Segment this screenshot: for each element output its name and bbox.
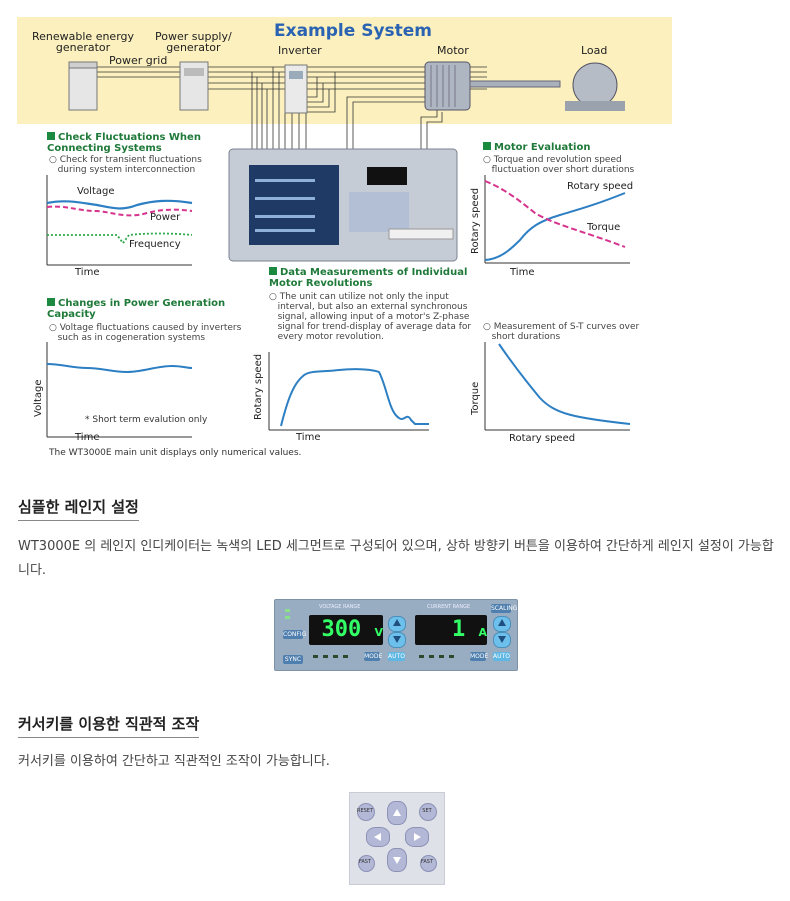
label-torque: Torque [587, 222, 621, 233]
note-short-term: * Short term evalution only [85, 415, 208, 425]
chart-motor-revolutions [268, 352, 429, 431]
fast-right-label: FAST [420, 859, 434, 865]
chart-motor-evaluation [484, 175, 630, 264]
label-time-2: Time [510, 267, 535, 278]
scaling-button[interactable]: SCALING [491, 604, 518, 613]
example-system-diagram: Example System Renewable energy generato… [17, 17, 672, 467]
desc-motor-revolutions: ○ The unit can utilize not only the inpu… [269, 292, 472, 342]
chart-power-generation [46, 342, 193, 438]
arrow-left-icon [374, 833, 381, 841]
label-power: Power [150, 212, 181, 223]
st-curve [498, 343, 631, 425]
reset-button[interactable] [357, 803, 375, 821]
chart-st-curve [484, 342, 631, 431]
footnote: The WT3000E main unit displays only nume… [49, 448, 302, 458]
voltage-range-display: 300 V [309, 615, 383, 645]
revolutions-curve [280, 368, 429, 427]
fast-left-button[interactable] [358, 855, 375, 872]
fast-right-button[interactable] [420, 855, 437, 872]
voltage-generation-curve [46, 363, 193, 374]
label-load: Load [581, 44, 608, 57]
chart-fluctuations [46, 175, 193, 266]
current-up-button[interactable] [493, 616, 511, 632]
diagram-header-band [17, 17, 672, 124]
ylabel-rotary-speed: Rotary speed [470, 187, 481, 254]
cursor-up-button[interactable] [387, 801, 407, 825]
label-frequency: Frequency [129, 239, 181, 250]
current-value: 1 [451, 617, 466, 642]
voltage-curve [46, 199, 193, 210]
voltage-up-button[interactable] [388, 616, 406, 632]
frequency-curve [47, 232, 193, 245]
current-range-display: 1 A [415, 615, 487, 645]
heading-power-generation: Changes in Power Generation Capacity [47, 298, 226, 320]
current-unit: A [478, 626, 487, 639]
current-auto-button[interactable]: AUTO [493, 652, 510, 661]
voltage-auto-button[interactable]: AUTO [388, 652, 405, 661]
desc-motor-evaluation: ○ Torque and revolution speed fluctuatio… [483, 155, 635, 175]
torque-curve [484, 180, 626, 248]
voltage-mode-button[interactable]: MODE [364, 652, 383, 661]
ylabel-voltage: Voltage [33, 379, 44, 417]
ylabel-rotary-speed-2: Rotary speed [253, 353, 264, 420]
label-power-supply: Power supply/ generator [155, 30, 232, 54]
voltage-range-label: VOLTAGE RANGE [319, 604, 361, 610]
section-text-range: WT3000E 의 레인지 인디케이터는 녹색의 LED 세그먼트로 구성되어 … [18, 539, 774, 578]
label-inverter: Inverter [278, 44, 322, 57]
heading-motor-evaluation: Motor Evaluation [483, 142, 590, 153]
ylabel-torque: Torque [470, 381, 481, 415]
section-title-cursor: 커서키를 이용한 직관적 조작 [18, 713, 200, 738]
section-title-range: 심플한 레인지 설정 [18, 496, 139, 521]
label-time-4: Time [296, 432, 321, 443]
desc-power-generation: ○ Voltage fluctuations caused by inverte… [49, 323, 242, 343]
power-curve [46, 205, 193, 217]
arrow-up-icon [393, 809, 401, 816]
cursor-left-button[interactable] [366, 827, 390, 847]
xlabel-rotary-speed: Rotary speed [509, 433, 576, 444]
label-time-3: Time [75, 432, 100, 443]
current-mode-button[interactable]: MODE [470, 652, 489, 661]
set-button[interactable] [419, 803, 437, 821]
config-button[interactable]: CONFIG [283, 630, 307, 639]
diagram-title: Example System [274, 21, 433, 41]
label-rotary-speed: Rotary speed [567, 181, 634, 192]
cursor-right-button[interactable] [405, 827, 429, 847]
cursor-down-button[interactable] [387, 848, 407, 872]
label-motor: Motor [437, 44, 469, 57]
equipment-illustration [68, 61, 625, 262]
voltage-down-button[interactable] [388, 632, 406, 648]
cursor-keypad: RESET SET FAST FAST [349, 792, 445, 885]
rotary-speed-curve [484, 192, 626, 261]
current-down-button[interactable] [493, 632, 511, 648]
heading-motor-revolutions: Data Measurements of Individual Motor Re… [269, 267, 468, 289]
sync-button[interactable]: SYNC [283, 655, 303, 664]
desc-st-curve: ○ Measurement of S-T curves over short d… [483, 322, 640, 342]
heading-check-fluctuations: Check Fluctuations When Connecting Syste… [47, 132, 201, 154]
arrow-down-icon [393, 857, 401, 864]
desc-check-fluctuations: ○ Check for transient fluctuations durin… [49, 155, 202, 175]
range-indicator-panel: VOLTAGE RANGE CURRENT RANGE CONFIG SYNC … [274, 599, 518, 671]
current-range-label: CURRENT RANGE [427, 604, 471, 610]
voltage-unit: V [374, 626, 383, 639]
reset-label: RESET [356, 808, 374, 814]
label-time-1: Time [75, 267, 100, 278]
voltage-value: 300 [321, 617, 362, 642]
fast-left-label: FAST [358, 859, 372, 865]
set-label: SET [422, 808, 432, 814]
label-power-grid: Power grid [109, 54, 168, 67]
arrow-right-icon [414, 833, 421, 841]
section-text-cursor: 커서키를 이용하여 간단하고 직관적인 조작이 가능합니다. [18, 754, 330, 769]
label-renewable: Renewable energy generator [32, 30, 135, 54]
label-voltage: Voltage [77, 186, 115, 197]
